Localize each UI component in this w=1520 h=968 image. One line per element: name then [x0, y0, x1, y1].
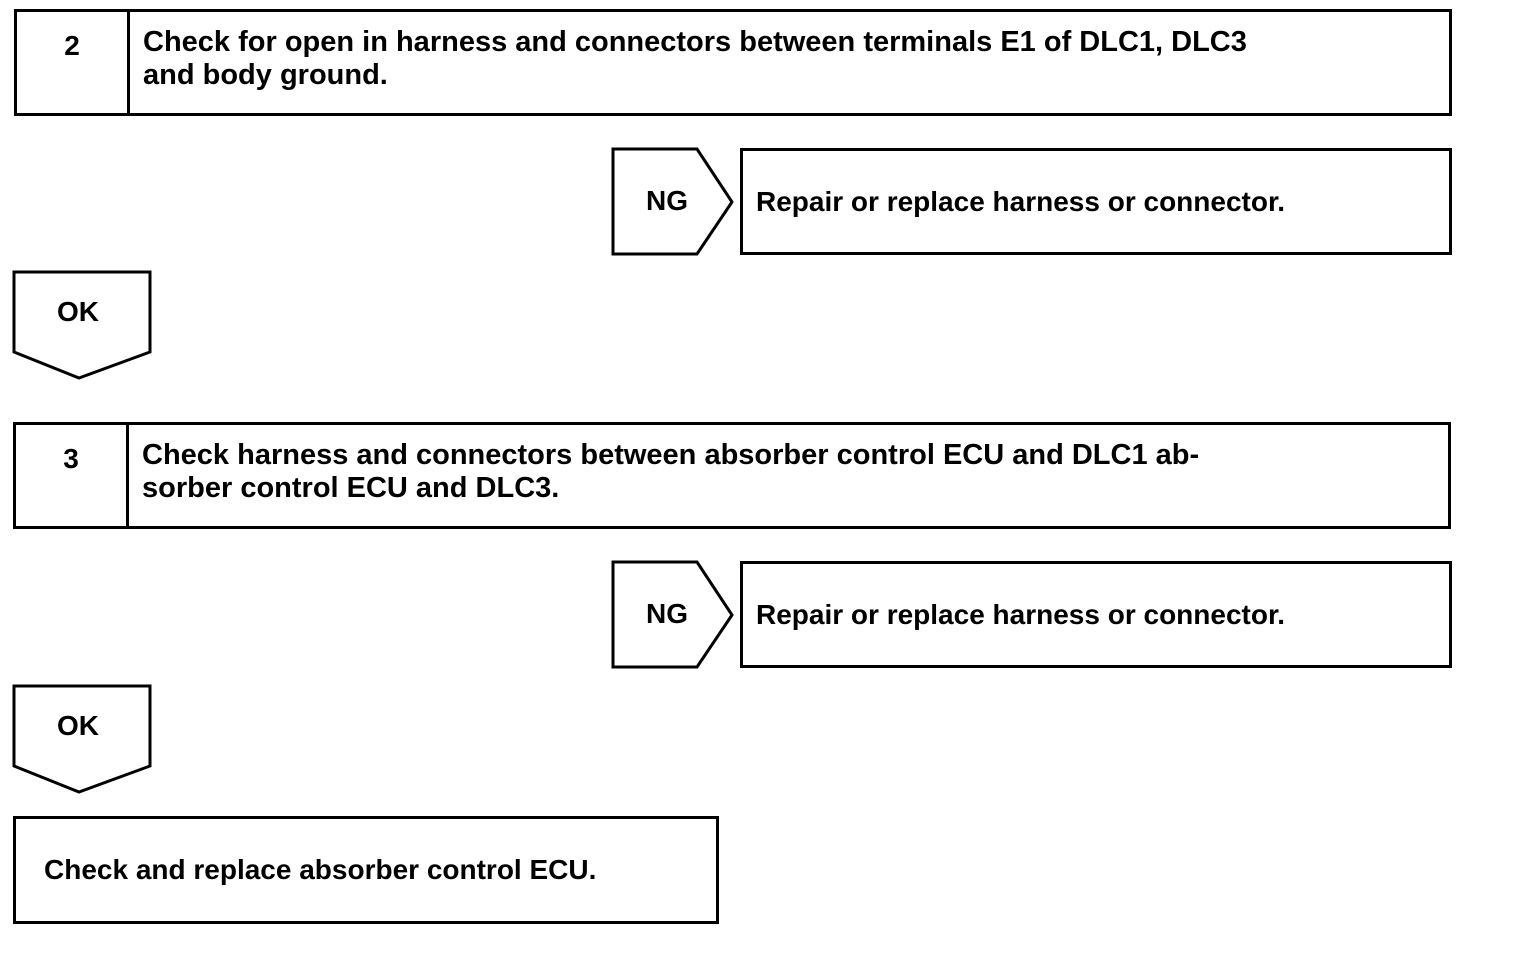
step-text-2: Check for open in harness and connectors…	[143, 26, 1429, 92]
ok-label-step-3: OK	[57, 710, 99, 741]
step-text-line: sorber control ECU and DLC3.	[142, 472, 560, 504]
ng-arrow-shape-step-3	[611, 560, 734, 669]
ng-label-step-3: NG	[646, 598, 688, 629]
ng-action-text-step-2: Repair or replace harness or connector.	[756, 185, 1286, 217]
step-text-line: and body ground.	[143, 59, 388, 91]
final-action-box: Check and replace absorber control ECU.	[13, 816, 719, 924]
step-text-line: Check harness and connectors between abs…	[142, 439, 1200, 471]
step-text-3: Check harness and connectors between abs…	[142, 439, 1428, 505]
ok-label-step-2: OK	[57, 296, 99, 327]
ng-action-box-step-2: Repair or replace harness or connector.	[740, 148, 1452, 255]
ng-action-text-step-3: Repair or replace harness or connector.	[756, 598, 1286, 630]
step-text-line: Check for open in harness and connectors…	[143, 26, 1247, 58]
step-box-3: 3 Check harness and connectors between a…	[13, 422, 1451, 529]
ok-arrow-shape-step-2	[12, 270, 152, 380]
ng-label-step-2: NG	[646, 185, 688, 216]
ng-arrow-shape-step-2	[611, 147, 734, 256]
step-box-2: 2 Check for open in harness and connecto…	[14, 9, 1452, 116]
step-number-3: 3	[16, 425, 129, 526]
final-action-text: Check and replace absorber control ECU.	[44, 854, 597, 885]
step-number-2: 2	[17, 12, 130, 113]
ng-action-box-step-3: Repair or replace harness or connector.	[740, 561, 1452, 668]
ok-arrow-shape-step-3	[12, 684, 152, 794]
